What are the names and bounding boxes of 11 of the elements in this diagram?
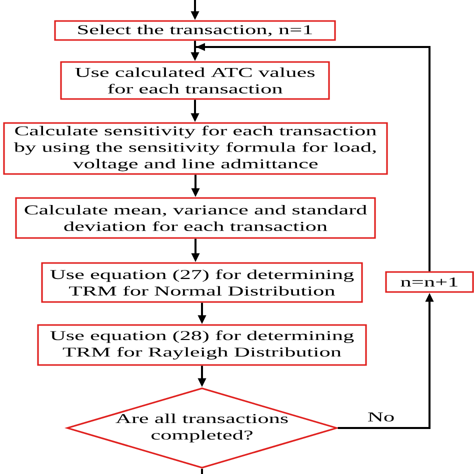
process-box: Use equation (27) for determining TRM for Normal Distribution (41, 262, 363, 303)
process-box: Use calculated ATC values for each transaction (60, 61, 330, 100)
process-box: Calculate mean, variance and standard deviation for each transaction (15, 197, 376, 239)
process-box: Use equation (28) for determining TRM for Rayleigh Distribution (37, 324, 367, 366)
process-box: n=n+1 (385, 271, 474, 293)
arrow (195, 43, 430, 272)
connector-line (194, 40, 196, 48)
edge-label: No (366, 412, 396, 422)
process-box: Calculate sensitivity for each transaction by using the sensitivity formula for load, voltage and line admittance (3, 122, 388, 175)
process-box: Select the transaction, n=1 (54, 20, 336, 41)
connector-line (201, 468, 203, 474)
